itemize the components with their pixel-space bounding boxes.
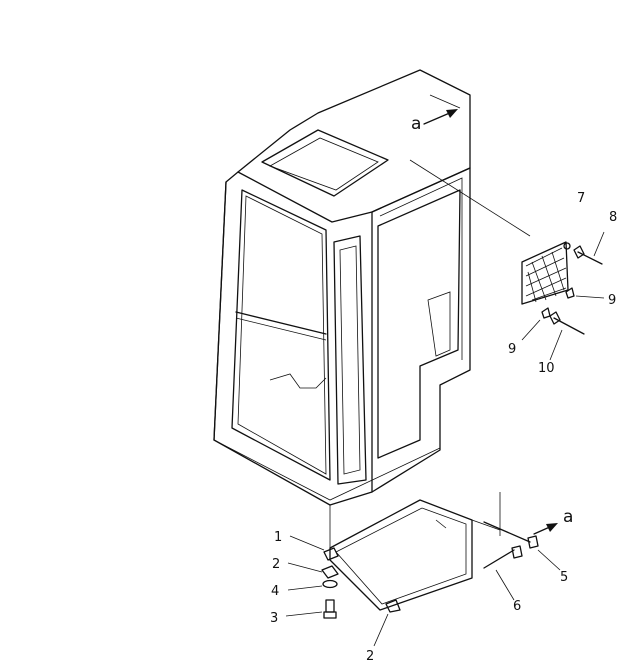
callout-6: 6 bbox=[513, 599, 521, 614]
part-3-bolt bbox=[285, 599, 337, 619]
callout-10: 10 bbox=[538, 361, 555, 376]
callout-4: 4 bbox=[271, 584, 279, 599]
view-mark-top-label: a bbox=[411, 114, 421, 134]
part-7-grille bbox=[521, 241, 571, 305]
view-mark-bottom: a bbox=[533, 507, 573, 535]
callout-2: 2 bbox=[272, 557, 280, 572]
callout-1: 1 bbox=[274, 530, 282, 545]
arrowhead-bottom-icon bbox=[546, 523, 558, 532]
view-mark-top: a bbox=[411, 109, 458, 134]
floor-plate bbox=[329, 492, 501, 611]
cab-frame bbox=[213, 69, 531, 506]
part-1-bracket bbox=[289, 535, 339, 561]
callout-8: 8 bbox=[609, 210, 617, 225]
arrowhead-top-icon bbox=[446, 109, 458, 118]
callout-2-lower: 2 bbox=[366, 649, 374, 660]
callout-labels: 1 2 4 3 2 5 6 7 8 9 9 10 bbox=[270, 191, 617, 660]
callout-9: 9 bbox=[608, 293, 616, 308]
part-10-bolt bbox=[549, 311, 585, 361]
part-6-pin bbox=[483, 545, 523, 601]
view-mark-bottom-label: a bbox=[563, 507, 573, 527]
part-2-nut bbox=[287, 562, 401, 647]
view-arrow-top-icon bbox=[423, 111, 453, 125]
callout-7: 7 bbox=[577, 191, 585, 206]
callout-9-lower: 9 bbox=[508, 342, 516, 357]
callout-5: 5 bbox=[560, 570, 568, 585]
part-5-pin bbox=[483, 521, 561, 571]
part-8-bolt bbox=[573, 231, 605, 265]
callout-3: 3 bbox=[270, 611, 278, 626]
part-4-washer bbox=[287, 579, 338, 591]
